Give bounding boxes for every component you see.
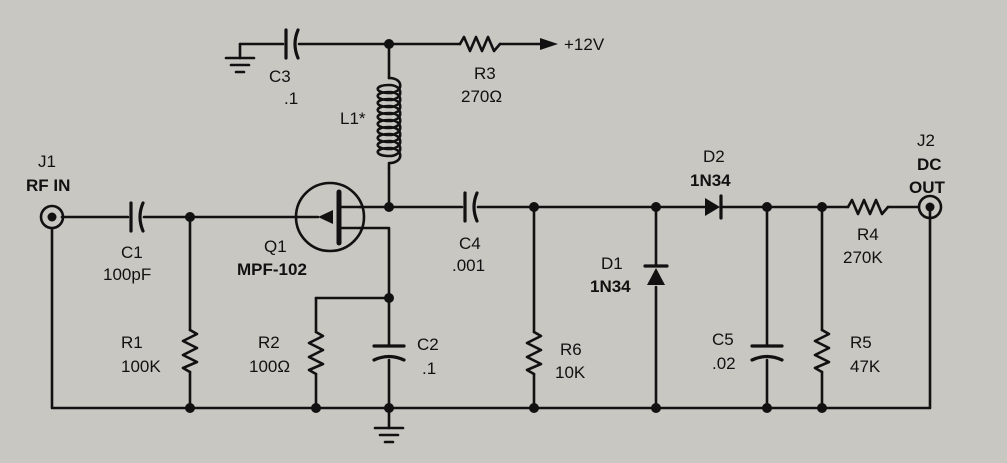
junction-dot <box>651 202 661 212</box>
ground-icon <box>224 56 256 74</box>
ground-icon <box>373 426 405 444</box>
c1-capacitor-icon <box>129 201 145 233</box>
junction-dot <box>185 212 195 222</box>
j1-ref-label: J1 <box>38 152 56 171</box>
r1-value-label: 100K <box>121 357 161 376</box>
supply-label: +12V <box>564 35 605 54</box>
junction-dot <box>529 403 539 413</box>
r2-resistor-icon <box>307 330 325 376</box>
r4-ref-label: R4 <box>857 225 879 244</box>
r2-ref-label: R2 <box>258 333 280 352</box>
c3-ref-label: C3 <box>269 67 291 86</box>
c5-value-label: .02 <box>712 354 736 373</box>
r3-value-label: 270Ω <box>461 87 502 106</box>
d2-diode-icon <box>705 194 723 220</box>
junction-dot <box>384 39 394 49</box>
c2-value-label: .1 <box>422 359 436 378</box>
c5-ref-label: C5 <box>712 330 734 349</box>
d2-ref-label: D2 <box>703 147 725 166</box>
r4-resistor-icon <box>846 198 890 216</box>
c4-ref-label: C4 <box>459 234 481 253</box>
junction-dot <box>762 202 772 212</box>
c1-value-label: 100pF <box>103 265 151 284</box>
d1-part-label: 1N34 <box>590 277 631 296</box>
c4-value-label: .001 <box>452 256 485 275</box>
l1-inductor-icon <box>376 76 402 170</box>
r2-value-label: 100Ω <box>249 357 290 376</box>
c1-ref-label: C1 <box>121 243 143 262</box>
j2-name-line2: OUT <box>909 178 946 197</box>
junctions <box>185 39 827 413</box>
junction-dot <box>384 202 394 212</box>
q1-jfet-icon <box>294 181 366 253</box>
junction-dot <box>384 403 394 413</box>
c5-capacitor-icon <box>750 344 784 362</box>
q1-part-label: MPF-102 <box>237 260 307 279</box>
c2-ref-label: C2 <box>417 335 439 354</box>
j2-ref-label: J2 <box>917 131 935 150</box>
junction-dot <box>529 202 539 212</box>
junction-dot <box>817 403 827 413</box>
junction-dot <box>311 403 321 413</box>
d1-diode-icon <box>643 264 669 285</box>
supply-arrow-icon <box>540 38 558 50</box>
labels: J1 RF IN J2 DC OUT C1 100pF R1 100K C3 .… <box>26 35 946 382</box>
d2-part-label: 1N34 <box>690 171 731 190</box>
r3-resistor-icon <box>458 35 502 53</box>
junction-dot <box>817 202 827 212</box>
r5-value-label: 47K <box>850 357 881 376</box>
j1-name-label: RF IN <box>26 176 70 195</box>
r6-resistor-icon <box>525 330 543 376</box>
r4-value-label: 270K <box>843 248 883 267</box>
j2-connector-icon <box>917 194 943 220</box>
r5-ref-label: R5 <box>850 333 872 352</box>
r5-resistor-icon <box>813 328 831 374</box>
c3-value-label: .1 <box>284 89 298 108</box>
junction-dot <box>185 403 195 413</box>
r1-resistor-icon <box>181 328 199 374</box>
l1-ref-label: L1* <box>340 109 366 128</box>
d1-ref-label: D1 <box>601 254 623 273</box>
junction-dot <box>651 403 661 413</box>
c4-capacitor-icon <box>463 191 479 223</box>
r3-ref-label: R3 <box>474 64 496 83</box>
j2-name-line1: DC <box>917 155 942 174</box>
r6-ref-label: R6 <box>560 340 582 359</box>
q1-ref-label: Q1 <box>264 237 287 256</box>
c2-capacitor-icon <box>372 344 406 362</box>
c3-capacitor-icon <box>284 28 300 60</box>
r6-value-label: 10K <box>555 363 586 382</box>
r1-ref-label: R1 <box>121 333 143 352</box>
junction-dot <box>384 293 394 303</box>
j1-connector-icon <box>39 204 65 230</box>
junction-dot <box>762 403 772 413</box>
